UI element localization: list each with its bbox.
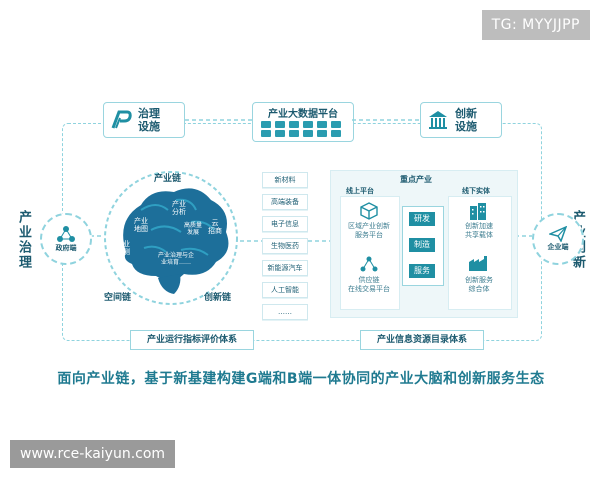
government-node-label: 政府端 <box>55 244 77 252</box>
online-item-innovation-platform: 区域产业创新 服务平台 <box>348 222 390 239</box>
online-platform-title: 线上平台 <box>346 187 374 195</box>
spatial-chain-label: 空间链 <box>104 293 132 303</box>
innovation-facility-label: 创新 设施 <box>455 107 477 133</box>
brain-part-investment: 云 招商 <box>208 219 222 235</box>
cube-icon <box>360 202 378 220</box>
network-icon <box>57 226 75 242</box>
step-service: 服务 <box>409 264 435 278</box>
evaluation-system-bar: 产业运行指标评价体系 <box>130 330 254 350</box>
key-industries-title: 重点产业 <box>400 175 432 184</box>
office-building-icon <box>470 203 486 220</box>
big-data-platform-box: 产业大数据平台 <box>252 102 354 142</box>
watermark-bottom: www.rce-kaiyun.com <box>10 440 176 468</box>
step-rnd: 研发 <box>409 212 435 226</box>
factory-icon <box>469 256 487 271</box>
big-data-platform-title: 产业大数据平台 <box>268 109 338 120</box>
industry-item: 高端装备 <box>262 194 308 210</box>
offline-entity-title: 线下实体 <box>462 187 490 195</box>
step-manufacturing: 制造 <box>409 238 435 252</box>
brain-ring <box>104 171 238 305</box>
resource-catalog-bar: 产业信息资源目录体系 <box>360 330 484 350</box>
enterprise-node: 企业端 <box>532 213 584 265</box>
offline-item-accelerator: 创新加速 共享载体 <box>465 222 493 239</box>
industry-item: 人工智能 <box>262 282 308 298</box>
industry-item: 新材料 <box>262 172 308 188</box>
brain-part-map: 产业 地图 <box>134 217 148 233</box>
brain-part-quality: 高质量 发展 <box>184 222 203 236</box>
brain-part-governance: 产业治理与企 业培育…… <box>158 252 195 266</box>
governance-facility-label: 治理 设施 <box>138 107 160 133</box>
supply-chain-icon <box>360 256 378 272</box>
enterprise-node-label: 企业端 <box>547 243 569 251</box>
industry-item: …… <box>262 304 308 320</box>
industry-item: 生物医药 <box>262 238 308 254</box>
side-label-left: 产业治理 <box>16 210 31 270</box>
building-icon <box>429 111 447 129</box>
watermark-top: TG: MYYJJPP <box>481 10 590 40</box>
innovation-chain-label: 创新链 <box>204 293 232 303</box>
diagram-caption: 面向产业链，基于新基建构建G端和B端一体协同的产业大脑和创新服务生态 <box>57 371 545 387</box>
industry-list: 新材料 高端装备 电子信息 生物医药 新能源汽车 人工智能 …… <box>262 172 308 320</box>
brain-title: 产业链 <box>154 174 182 184</box>
online-item-supply-chain: 供应链 在线交易平台 <box>348 276 390 293</box>
offline-item-service-complex: 创新服务 综合体 <box>465 276 493 293</box>
governance-logo-icon <box>111 110 132 129</box>
governance-facility-box: 治理 设施 <box>103 102 185 138</box>
industry-item: 电子信息 <box>262 216 308 232</box>
server-stack-icon <box>261 121 341 137</box>
government-node: 政府端 <box>40 213 92 265</box>
online-platform-column <box>340 196 400 310</box>
brain-part-monitor: 产业 监测 <box>116 240 130 256</box>
innovation-facility-box: 创新 设施 <box>420 102 502 138</box>
brain-part-analysis: 产业 分析 <box>172 200 186 216</box>
industry-item: 新能源汽车 <box>262 260 308 276</box>
paper-plane-icon <box>549 226 567 242</box>
